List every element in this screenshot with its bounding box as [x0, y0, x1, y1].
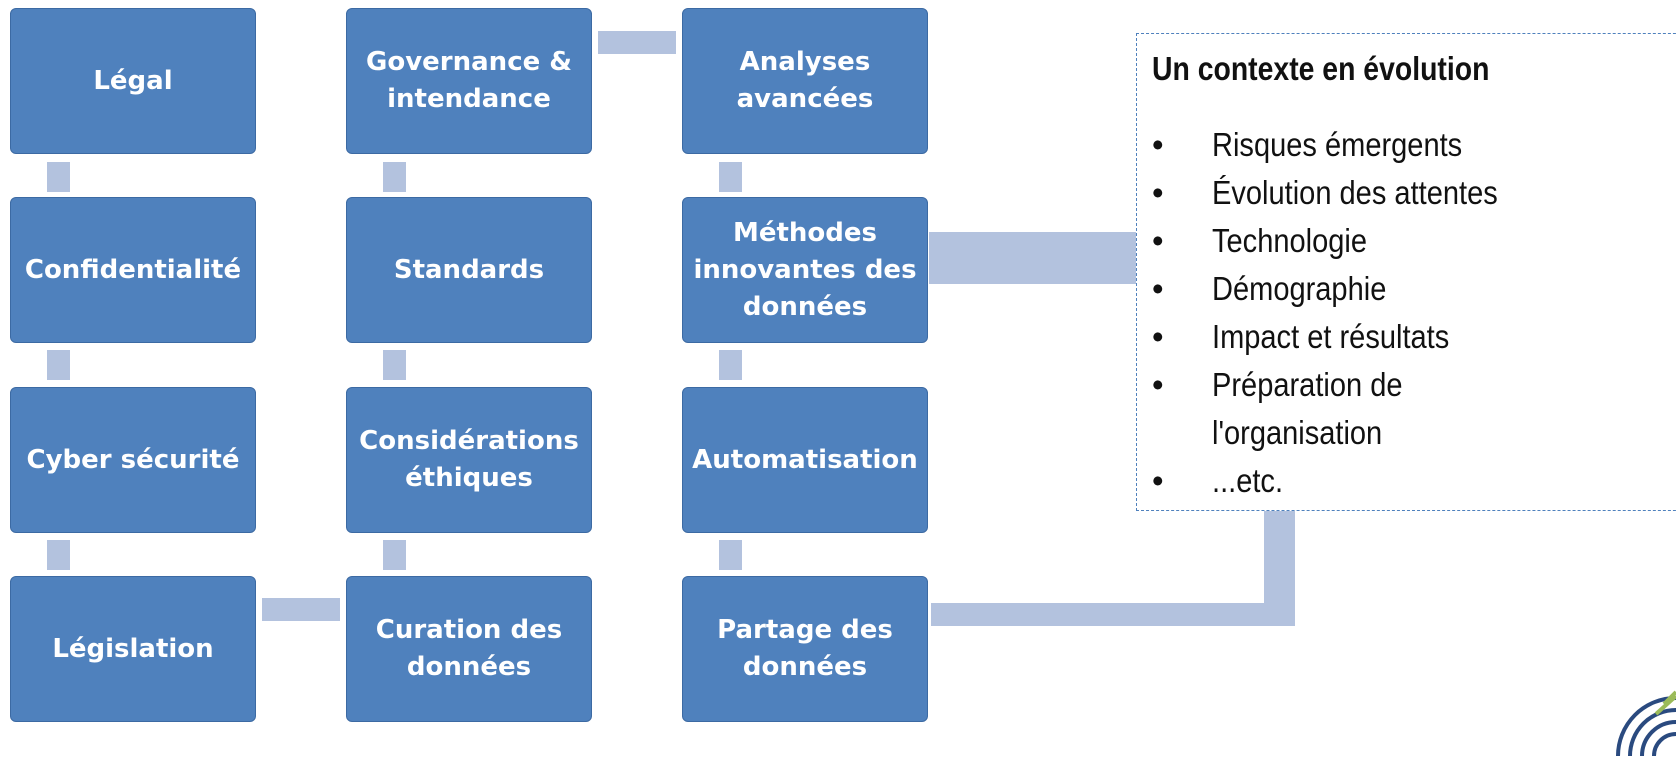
connector-methodes-automatisation: [719, 350, 742, 380]
logo-icon: [1616, 690, 1676, 757]
context-title: Un contexte en évolution: [1152, 50, 1490, 87]
box-cyber-securite: Cyber sécurité: [10, 387, 256, 533]
bullet-icon: •: [1152, 318, 1164, 355]
box-considerations-ethiques: Considérations éthiques: [346, 387, 592, 533]
list-item: •Évolution des attentes: [1152, 169, 1676, 217]
connector-governance-analyses: [598, 31, 676, 54]
connector-ethique-curation: [383, 540, 406, 570]
box-analyses-avancees: Analyses avancées: [682, 8, 928, 154]
bullet-icon: •: [1152, 462, 1164, 499]
connector-partage-context-vertical: [1264, 511, 1295, 626]
bullet-icon: •: [1152, 126, 1164, 163]
connector-partage-context-horizontal: [931, 603, 1295, 626]
connector-analyses-methodes: [719, 162, 742, 192]
bullet-icon: •: [1152, 222, 1164, 259]
list-item: •Impact et résultats: [1152, 313, 1676, 361]
box-governance: Governance & intendance: [346, 8, 592, 154]
list-item: •Démographie: [1152, 265, 1676, 313]
box-standards: Standards: [346, 197, 592, 343]
list-item: •Risques émergents: [1152, 121, 1676, 169]
connector-methodes-context: [929, 232, 1138, 284]
bullet-icon: •: [1152, 270, 1164, 307]
connector-legislation-curation: [262, 598, 340, 621]
connector-cyber-legislation: [47, 540, 70, 570]
box-partage-donnees: Partage des données: [682, 576, 928, 722]
connector-confidentialite-cyber: [47, 350, 70, 380]
list-item: •Technologie: [1152, 217, 1676, 265]
list-item: •Préparation de l'organisation: [1152, 361, 1676, 457]
bullet-icon: •: [1152, 174, 1164, 211]
box-methodes-innovantes: Méthodes innovantes des données: [682, 197, 928, 343]
context-list: •Risques émergents •Évolution des attent…: [1152, 121, 1676, 505]
bullet-icon: •: [1152, 366, 1164, 403]
context-panel: [1136, 33, 1676, 511]
list-item: •...etc.: [1152, 457, 1676, 505]
box-curation-donnees: Curation des données: [346, 576, 592, 722]
box-legal: Légal: [10, 8, 256, 154]
connector-standards-ethique: [383, 350, 406, 380]
connector-legal-confidentialite: [47, 162, 70, 192]
box-confidentialite: Confidentialité: [10, 197, 256, 343]
box-legislation: Législation: [10, 576, 256, 722]
connector-automatisation-partage: [719, 540, 742, 570]
connector-governance-standards: [383, 162, 406, 192]
box-automatisation: Automatisation: [682, 387, 928, 533]
